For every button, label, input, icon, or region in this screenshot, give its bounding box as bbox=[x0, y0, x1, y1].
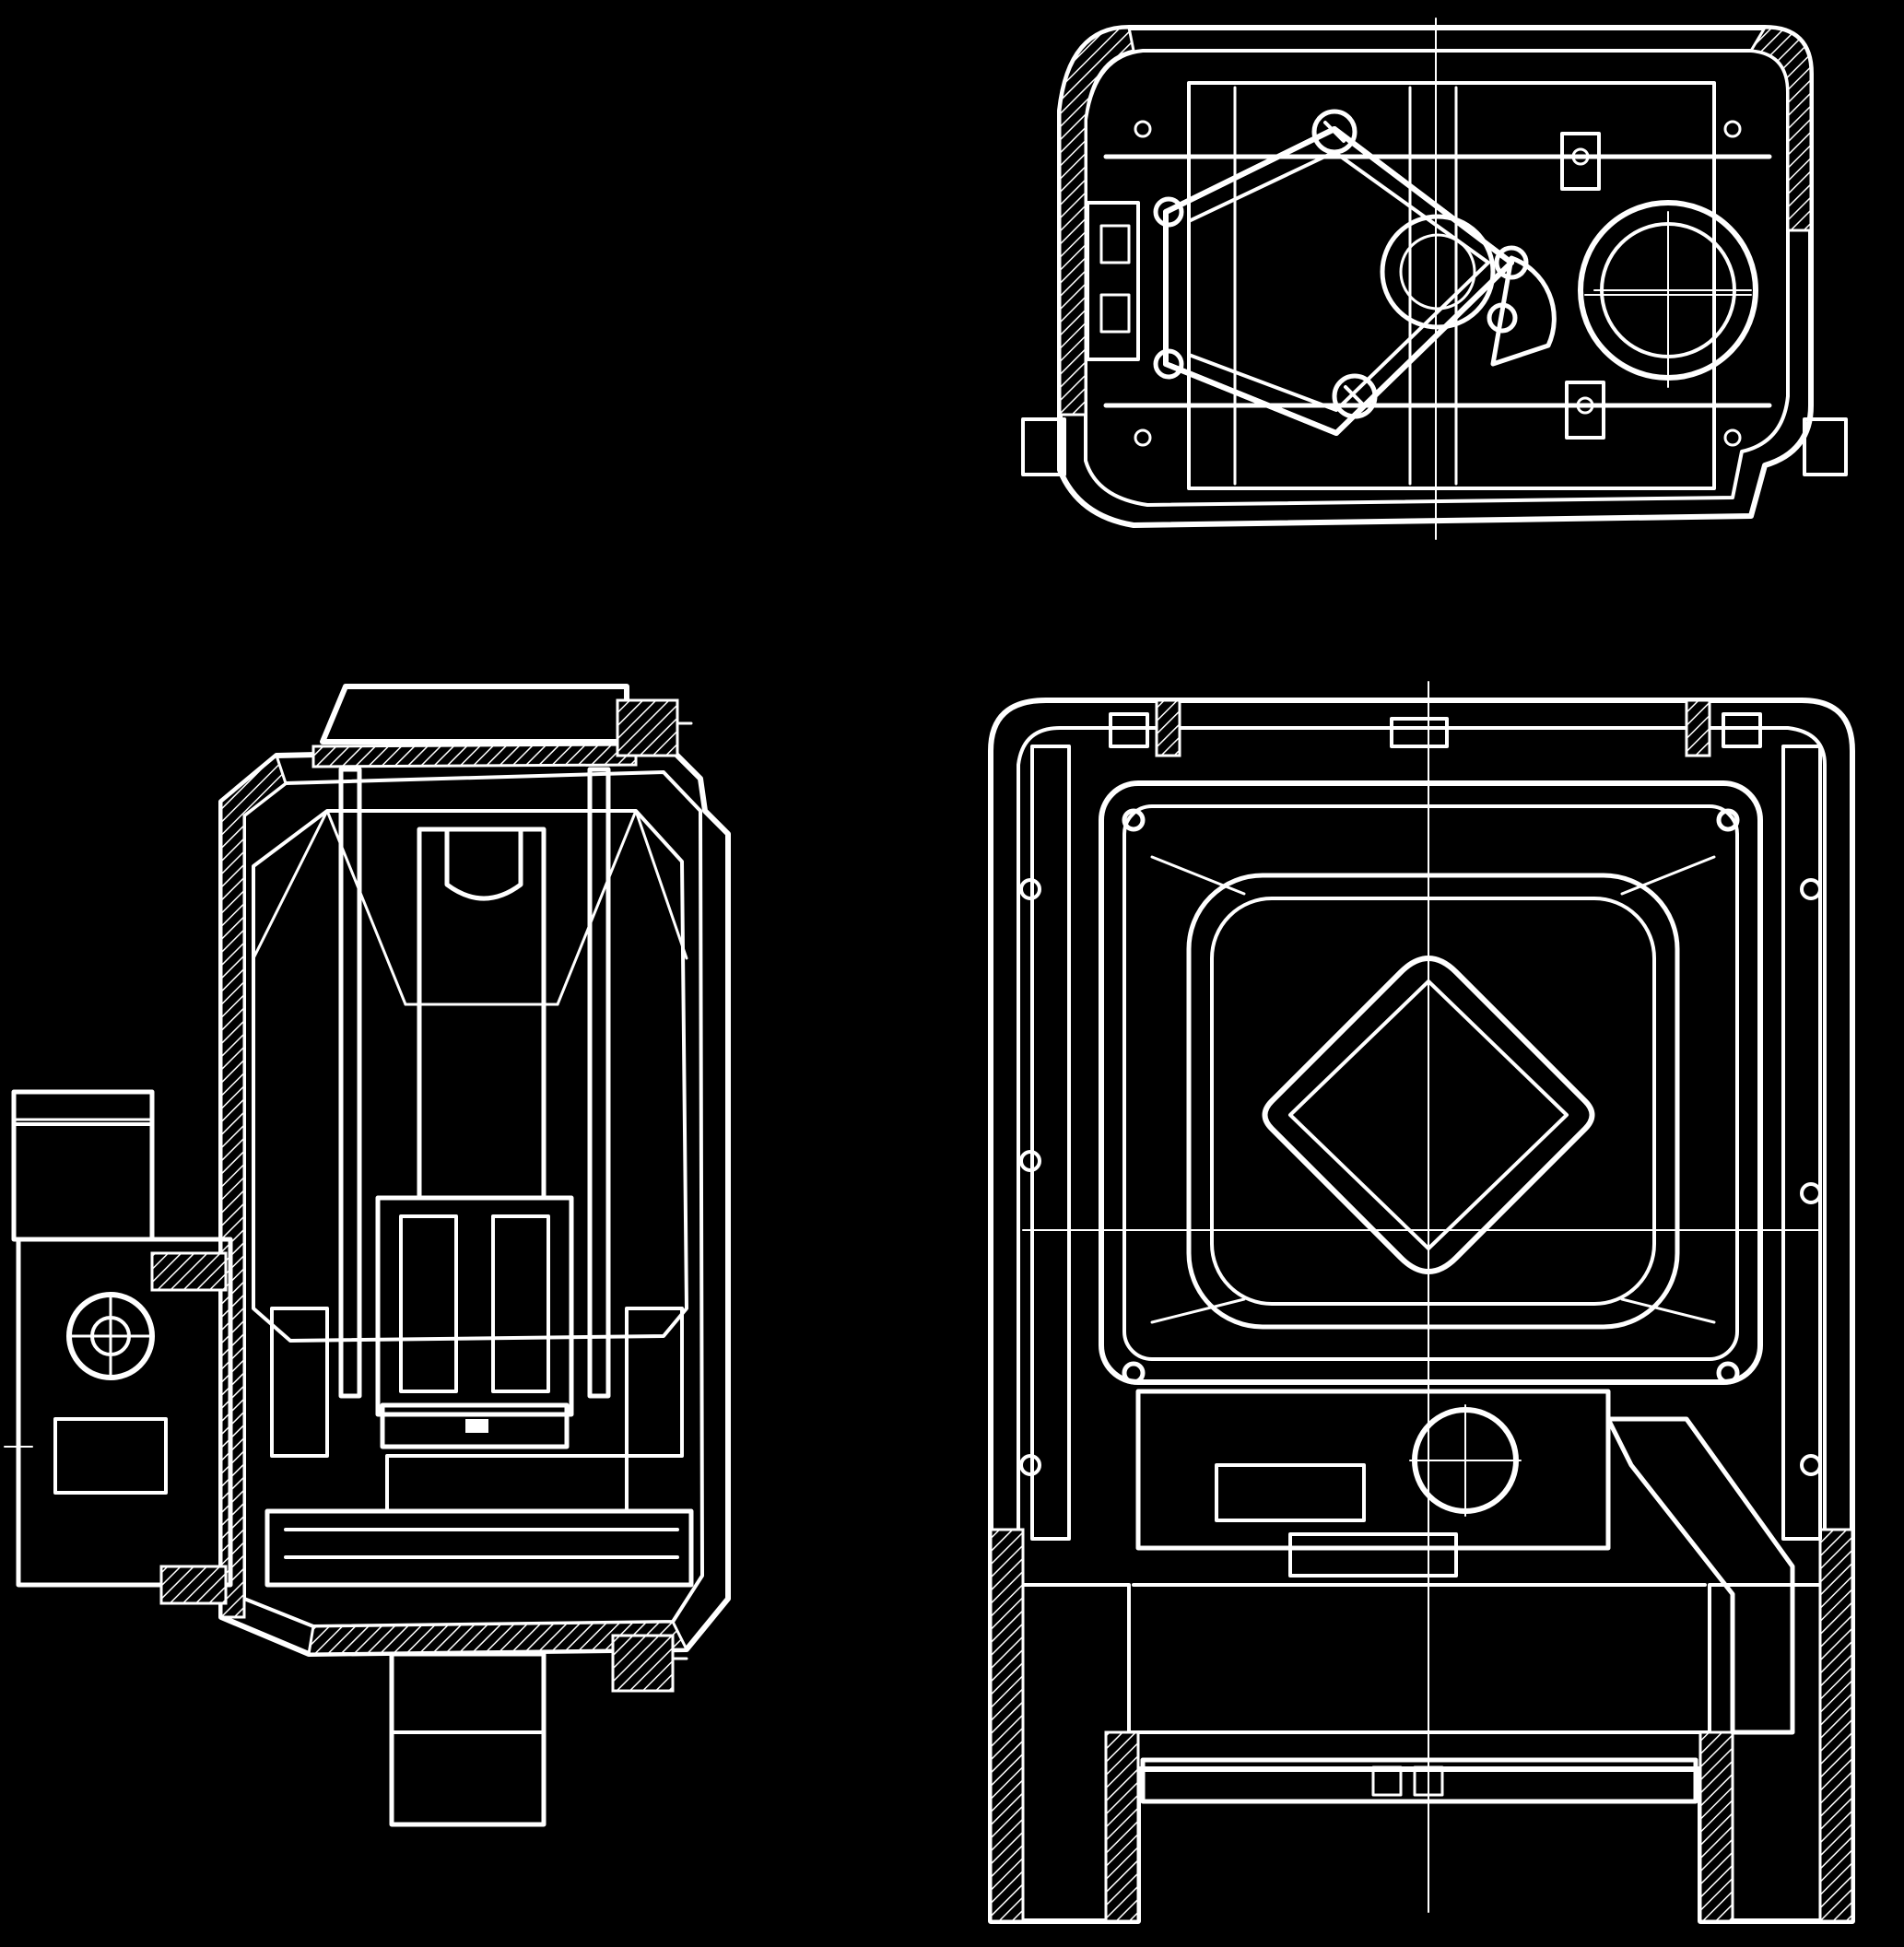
top-pivot-left-lower bbox=[1153, 348, 1184, 380]
top-housing-hatch-left bbox=[1058, 26, 1135, 416]
side-base-assembly bbox=[264, 1508, 694, 1588]
front-section-view bbox=[988, 681, 1855, 1924]
top-left-block bbox=[1086, 201, 1140, 361]
side-inner-chamber bbox=[252, 809, 688, 1343]
side-top-wall-hatch bbox=[311, 743, 638, 768]
top-bolt-1 bbox=[1134, 120, 1152, 138]
top-bracket-bottom bbox=[1565, 381, 1605, 440]
front-corner-bolt-2 bbox=[1716, 808, 1740, 832]
front-diamond-outer bbox=[1262, 956, 1595, 1274]
front-corner-bolt-4 bbox=[1716, 1361, 1740, 1385]
top-crank-sector bbox=[1490, 255, 1557, 367]
side-aux-box-lower bbox=[16, 1237, 233, 1588]
front-right-leg-hatch bbox=[1818, 1528, 1854, 1923]
top-bolt-2 bbox=[1723, 120, 1742, 138]
side-output-shaft bbox=[389, 1651, 547, 1827]
front-diamond-inner bbox=[1288, 979, 1569, 1250]
side-aux-hatch-1 bbox=[150, 1251, 228, 1292]
top-right-flange bbox=[1803, 417, 1848, 476]
front-diagonal-duct bbox=[1605, 1416, 1795, 1735]
side-base-plate bbox=[380, 1402, 570, 1449]
front-ring-inner bbox=[1210, 897, 1656, 1306]
side-chamber-diagonals bbox=[252, 809, 688, 960]
side-left-wall-hatch bbox=[219, 753, 288, 1619]
top-link-arm-1 bbox=[1163, 126, 1337, 215]
top-pivot-screw-top bbox=[1311, 109, 1357, 155]
side-bottom-wall-hatch bbox=[307, 1620, 689, 1656]
top-bracket-top bbox=[1560, 132, 1601, 191]
side-slider-block bbox=[375, 1195, 574, 1417]
side-tie-rod-left bbox=[338, 767, 362, 1399]
front-ring-outer bbox=[1186, 873, 1680, 1330]
side-section-view bbox=[4, 684, 731, 1827]
front-base-bar bbox=[1140, 1757, 1698, 1804]
front-chamber-chamfers bbox=[1150, 855, 1716, 1324]
top-view bbox=[1021, 18, 1848, 540]
top-left-block-slot-2 bbox=[1099, 293, 1131, 334]
front-corner-bolt-1 bbox=[1122, 808, 1146, 832]
top-housing-hatch-right bbox=[1748, 26, 1813, 232]
side-tie-rod-right bbox=[587, 767, 611, 1399]
front-chamber-outer bbox=[1099, 780, 1763, 1385]
side-top-lid bbox=[320, 684, 629, 745]
front-left-foot-hatch bbox=[1104, 1730, 1140, 1923]
top-gear-wheel bbox=[1380, 214, 1496, 330]
side-top-flange bbox=[616, 698, 679, 757]
side-central-column bbox=[417, 827, 547, 1201]
side-aux-hatch-2 bbox=[159, 1565, 228, 1605]
top-bolt-3 bbox=[1723, 428, 1742, 447]
top-inner-frame bbox=[1187, 81, 1716, 490]
top-left-block-slot bbox=[1099, 224, 1131, 264]
top-link-arm-4 bbox=[1163, 361, 1339, 436]
front-left-leg-hatch bbox=[989, 1528, 1025, 1923]
side-top-cap bbox=[444, 827, 523, 901]
top-pivot-right bbox=[1494, 245, 1529, 280]
front-corner-bolt-3 bbox=[1122, 1361, 1146, 1385]
front-right-foot-hatch bbox=[1698, 1730, 1734, 1923]
front-top-lug-left bbox=[1155, 698, 1181, 757]
top-pivot-left-upper bbox=[1153, 196, 1184, 228]
top-left-flange bbox=[1021, 417, 1066, 476]
front-outer-frame bbox=[988, 698, 1855, 1924]
top-bolt-4 bbox=[1134, 428, 1152, 447]
front-chamber-inner bbox=[1122, 804, 1739, 1361]
front-lower-mechanism bbox=[1135, 1389, 1611, 1551]
side-aux-box-top bbox=[11, 1089, 155, 1242]
front-top-lug-right bbox=[1685, 698, 1711, 757]
side-bottom-flange bbox=[611, 1634, 675, 1693]
top-pivot-screw-bottom bbox=[1332, 373, 1378, 419]
top-linkage-inner bbox=[1187, 150, 1490, 412]
